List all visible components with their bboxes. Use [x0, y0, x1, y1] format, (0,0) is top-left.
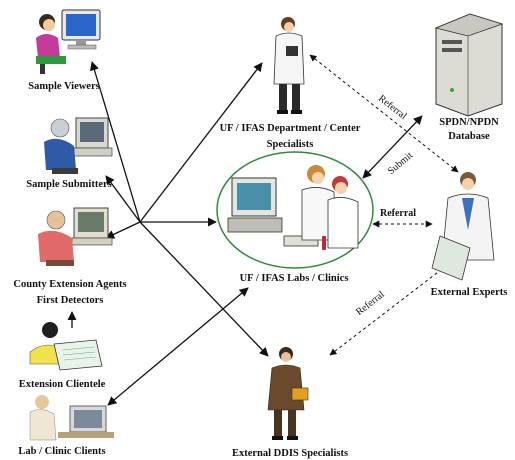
external-experts-illustration	[431, 172, 495, 281]
label-lab-clients: Lab / Clinic Clients	[18, 446, 106, 457]
database-server-illustration	[434, 13, 504, 117]
edge-hub-to-sample-submitters	[105, 175, 141, 223]
edge-labs-to-lab-clients	[107, 287, 249, 406]
edge-referral-bottom	[329, 265, 447, 356]
label-sample-submitters: Sample Submitters	[26, 179, 112, 190]
label-database-line1: SPDN/NPDN	[439, 117, 499, 128]
dept-specialist-illustration	[273, 17, 305, 114]
edge-label-referral-mid: Referral	[380, 208, 417, 219]
county-agents-illustration	[38, 207, 113, 266]
label-county-agents-line2: First Detectors	[36, 295, 104, 306]
label-external-experts: External Experts	[430, 287, 508, 298]
extension-clientele-illustration	[29, 322, 103, 371]
ddis-specialists-illustration	[267, 347, 309, 440]
lab-clients-illustration	[29, 395, 114, 441]
sample-submitters-illustration	[44, 117, 113, 174]
label-extension-clientele: Extension Clientele	[18, 379, 106, 390]
dashed-connections	[309, 54, 459, 356]
sample-viewers-illustration	[36, 9, 101, 74]
edge-hub-to-dept-specialists	[139, 62, 263, 223]
label-labs-clinics: UF / IFAS Labs / Clinics	[239, 273, 349, 284]
label-county-agents-line1: County Extension Agents	[13, 279, 127, 290]
labs-clinics-illustration	[216, 151, 374, 269]
label-dept-specialists-line1: UF / IFAS Department / Center	[219, 123, 361, 134]
edge-referral-top	[309, 54, 459, 173]
edge-hub-to-sample-viewers	[89, 61, 141, 223]
label-dept-specialists-line2: Specialists	[266, 139, 314, 150]
label-database-line2: Database	[448, 131, 490, 142]
label-ddis-specialists: External DDIS Specialists	[231, 448, 349, 459]
label-sample-viewers: Sample Viewers	[28, 81, 100, 92]
edge-hub-to-county-agents	[105, 221, 141, 239]
